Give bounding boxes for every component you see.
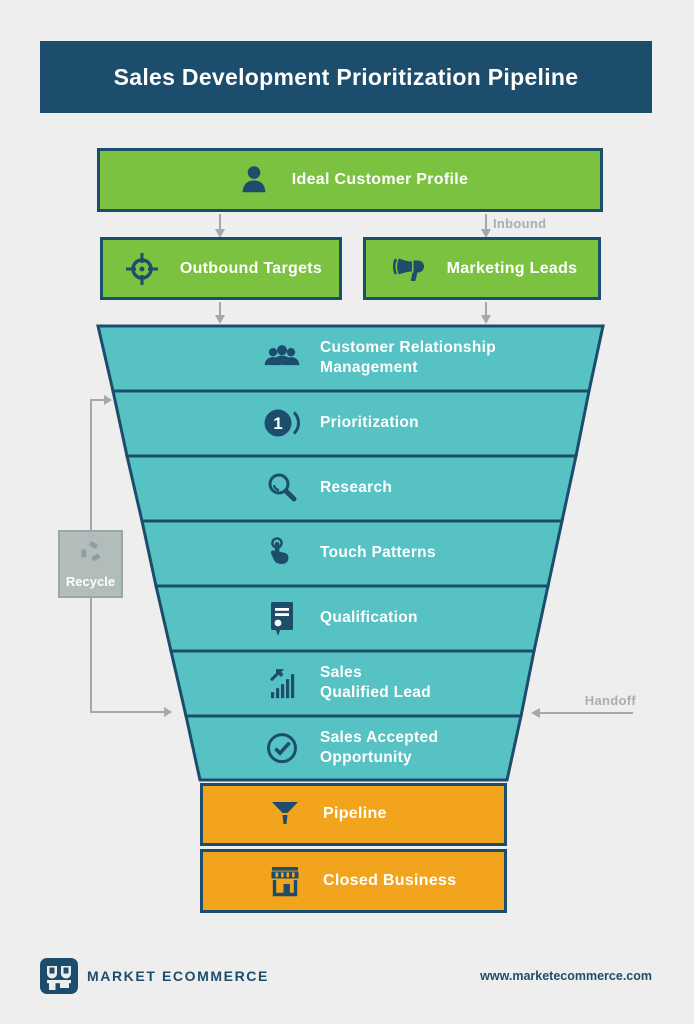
funnel-stage-crm: Customer Relationship Management (260, 338, 530, 378)
funnel-stage-sales-qualified-lead: Sales Qualified Lead (260, 663, 530, 703)
stage-label-line: Customer Relationship (320, 339, 496, 357)
box-label: Ideal Customer Profile (291, 171, 469, 188)
stage-label-line: Management (320, 359, 418, 376)
inbound-label: Inbound (493, 216, 547, 231)
number-one-icon: 1 (260, 406, 304, 440)
funnel-icon (263, 798, 307, 832)
storefront-icon (263, 865, 307, 897)
target-icon (120, 251, 164, 287)
svg-text:1: 1 (273, 414, 282, 433)
page-title: Sales Development Prioritization Pipelin… (113, 63, 579, 90)
certificate-icon (260, 599, 304, 637)
megaphone-icon (387, 252, 431, 286)
stage-pipeline: Pipeline (200, 783, 507, 846)
stage-label-line: Qualified Lead (320, 684, 431, 701)
website-url: www.marketecommerce.com (480, 969, 652, 983)
person-icon (232, 163, 276, 197)
box-label: Marketing Leads (446, 259, 578, 277)
stage-label-line: Closed Business (323, 871, 457, 889)
header-banner: Sales Development Prioritization Pipelin… (40, 41, 652, 113)
brand-name: MARKET ECOMMERCE (87, 968, 269, 984)
magnifier-icon (260, 471, 304, 505)
recycle-icon (77, 539, 105, 570)
box-label: Outbound Targets (179, 259, 323, 277)
funnel-stage-qualification: Qualification (260, 599, 530, 637)
stage-label-line: Sales Accepted (320, 729, 439, 747)
check-circle-icon (260, 730, 304, 766)
stage-label-line: Prioritization (320, 414, 419, 432)
stage-label-line: Touch Patterns (320, 544, 436, 562)
growth-chart-icon (260, 666, 304, 700)
stage-closed-business: Closed Business (200, 849, 507, 913)
funnel-stage-sales-accepted-opportunity: Sales Accepted Opportunity (260, 728, 530, 768)
stage-label-line: Opportunity (320, 749, 412, 766)
stage-label-line: Sales (320, 664, 363, 682)
box-outbound-targets: Outbound Targets (100, 237, 342, 300)
recycle-label: Recycle (65, 574, 116, 589)
funnel-stage-touch-patterns: Touch Patterns (260, 536, 530, 570)
people-group-icon (260, 342, 304, 374)
funnel-stage-prioritization: 1 Prioritization (260, 406, 530, 440)
stage-label-line: Qualification (320, 609, 418, 627)
recycle-badge: Recycle (58, 530, 123, 598)
brand-logo-storefront-icon (39, 955, 79, 1002)
box-ideal-customer-profile: Ideal Customer Profile (97, 148, 603, 212)
touch-icon (260, 536, 304, 570)
handoff-label: Handoff (584, 693, 636, 708)
funnel-stage-research: Research (260, 471, 530, 505)
stage-label-line: Pipeline (323, 805, 387, 823)
box-marketing-leads: Marketing Leads (363, 237, 601, 300)
stage-label-line: Research (320, 479, 393, 497)
